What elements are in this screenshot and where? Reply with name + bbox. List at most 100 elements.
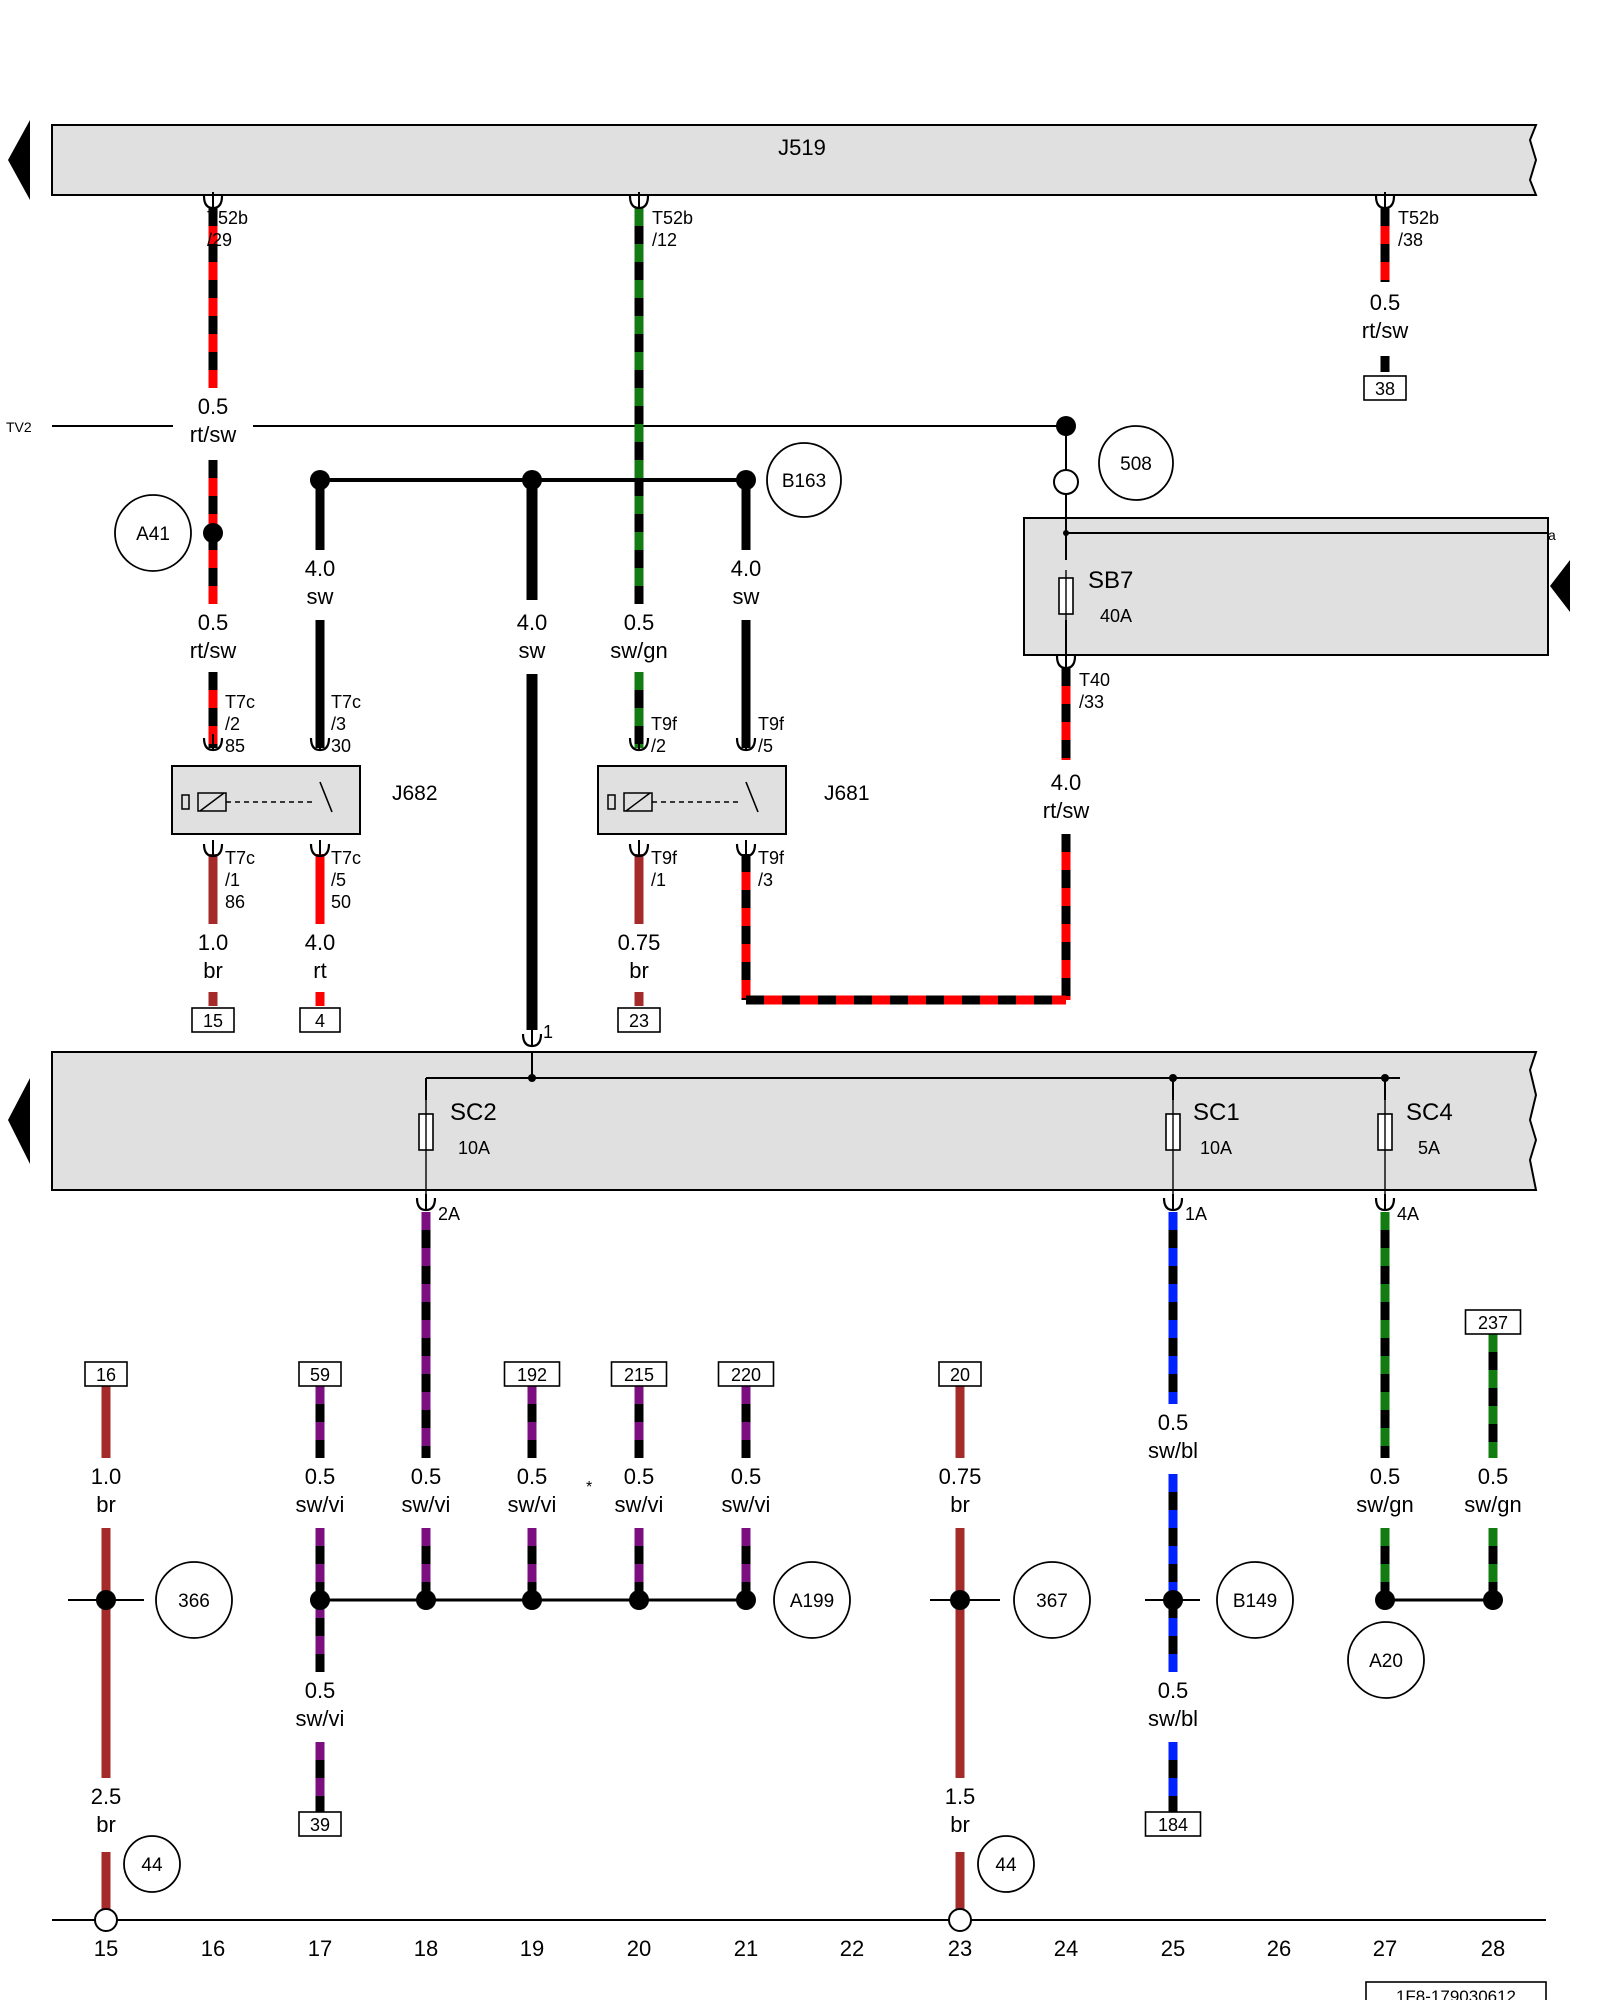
svg-text:/2: /2: [651, 736, 666, 756]
wire-size: 1.0: [198, 930, 229, 955]
reference-number: 237: [1478, 1313, 1508, 1333]
fuse-sc4: SC4 5A: [1377, 1099, 1453, 1200]
column-number: 25: [1161, 1936, 1185, 1961]
svg-text:A41: A41: [136, 524, 170, 545]
fuse-sc2: SC2 10A: [418, 1099, 497, 1200]
svg-text:/5: /5: [331, 870, 346, 890]
reference-number: 192: [517, 1365, 547, 1385]
wire-color-code: sw: [307, 584, 334, 609]
svg-text:30: 30: [331, 736, 351, 756]
wire-size: 4.0: [305, 930, 336, 955]
wire-size: 4.0: [517, 610, 548, 635]
reference-number: 23: [629, 1011, 649, 1031]
svg-text:1: 1: [543, 1022, 553, 1042]
svg-text:4A: 4A: [1397, 1204, 1419, 1224]
svg-text:44: 44: [995, 1855, 1017, 1876]
wire-color-code: sw/bl: [1148, 1438, 1198, 1463]
wire-color-code: br: [96, 1812, 116, 1837]
column-number: 28: [1481, 1936, 1505, 1961]
wire-size: 0.75: [618, 930, 661, 955]
wire-color-code: sw/gn: [1464, 1492, 1521, 1517]
wire-color-code: rt: [313, 958, 326, 983]
sb7-a-label: a: [1548, 527, 1556, 543]
wire-size: 0.5: [411, 1464, 442, 1489]
svg-text:367: 367: [1036, 1591, 1068, 1612]
wire-label-bg: [1345, 284, 1425, 342]
svg-text:/33: /33: [1079, 692, 1104, 712]
pin-labels: T52b /29 T52b /12 T52b /38 T40 /33 T7c /…: [207, 208, 1439, 1224]
wire-color-code: sw: [733, 584, 760, 609]
svg-text:T52b: T52b: [652, 208, 693, 228]
wire-color-code: sw/gn: [610, 638, 667, 663]
junction-dots: [96, 416, 1503, 1610]
wire-color-code: sw/vi: [296, 1706, 345, 1731]
circle-references: A41 B163 508 366 A199 367 B149 A20 44 44: [114, 425, 1425, 1893]
wire-label-bg: [920, 1458, 1000, 1516]
fuse-sc4-rating: 5A: [1418, 1138, 1440, 1158]
column-number: 17: [308, 1936, 332, 1961]
wire-label-bg: [1133, 1672, 1213, 1730]
svg-text:86: 86: [225, 892, 245, 912]
reference-number: 15: [203, 1011, 223, 1031]
column-number: 26: [1267, 1936, 1291, 1961]
reference-box: [717, 1361, 775, 1387]
svg-text:/1: /1: [225, 870, 240, 890]
fuse-sc1-label: SC1: [1193, 1099, 1240, 1126]
wire-color-code: br: [629, 958, 649, 983]
wire-label-bg: [599, 604, 679, 662]
wire-color-code: sw/gn: [1356, 1492, 1413, 1517]
wire-size: 0.5: [1478, 1464, 1509, 1489]
svg-text:T7c: T7c: [331, 848, 361, 868]
terminal-508-open: [1053, 469, 1079, 495]
wire-size: 0.5: [1370, 290, 1401, 315]
reference-box: [1464, 1309, 1522, 1335]
wire-color-code: rt/sw: [1043, 798, 1090, 823]
fuse-sc4-label: SC4: [1406, 1099, 1453, 1126]
column-number: 18: [414, 1936, 438, 1961]
wire-color-code: rt/sw: [190, 422, 237, 447]
wire-size: 0.5: [1370, 1464, 1401, 1489]
footer-code: 1F8-179030612: [1396, 1987, 1516, 2000]
unit-j519: J519: [8, 120, 1538, 200]
fuse-sb7-label: SB7: [1088, 567, 1133, 594]
svg-text:44: 44: [141, 1855, 163, 1876]
reference-number: 184: [1158, 1815, 1188, 1835]
svg-text:/1: /1: [651, 870, 666, 890]
svg-text:/2: /2: [225, 714, 240, 734]
continuation-arrow-left-icon: [8, 1078, 30, 1164]
svg-text:366: 366: [178, 1591, 210, 1612]
wire-size: 0.5: [305, 1464, 336, 1489]
wire-label-bg: [1345, 1458, 1425, 1516]
wire-size: 0.5: [1158, 1410, 1189, 1435]
reference-box: [84, 1361, 128, 1387]
svg-text:T52b: T52b: [1398, 208, 1439, 228]
reference-box: [191, 1007, 235, 1033]
column-number: 27: [1373, 1936, 1397, 1961]
svg-text:/3: /3: [758, 870, 773, 890]
wire-color-code: sw/vi: [615, 1492, 664, 1517]
pins-layer: [202, 192, 1396, 1212]
relay-j681: J681: [597, 765, 870, 835]
wire-label-bg: [386, 1458, 466, 1516]
wire-label-bg: [66, 1458, 146, 1516]
reference-number: 38: [1375, 379, 1395, 399]
svg-text:50: 50: [331, 892, 351, 912]
wire-label-bg: [1453, 1458, 1533, 1516]
wire-label-bg: [599, 1458, 679, 1516]
wire-size: 1.0: [91, 1464, 122, 1489]
wire-label-bg: [280, 924, 360, 982]
wire-label-bg: [706, 1458, 786, 1516]
column-number: 23: [948, 1936, 972, 1961]
fuse-sb7-rating: 40A: [1100, 606, 1132, 626]
svg-text:T7c: T7c: [225, 848, 255, 868]
svg-text:A199: A199: [790, 1591, 834, 1612]
footer-code-box: 1F8-179030612: [1365, 1981, 1547, 2000]
wire-color-code: rt/sw: [190, 638, 237, 663]
column-number: 20: [627, 1936, 651, 1961]
reference-number: 4: [315, 1011, 325, 1031]
wire-color-code: sw/vi: [296, 1492, 345, 1517]
wire-size: 0.5: [624, 610, 655, 635]
